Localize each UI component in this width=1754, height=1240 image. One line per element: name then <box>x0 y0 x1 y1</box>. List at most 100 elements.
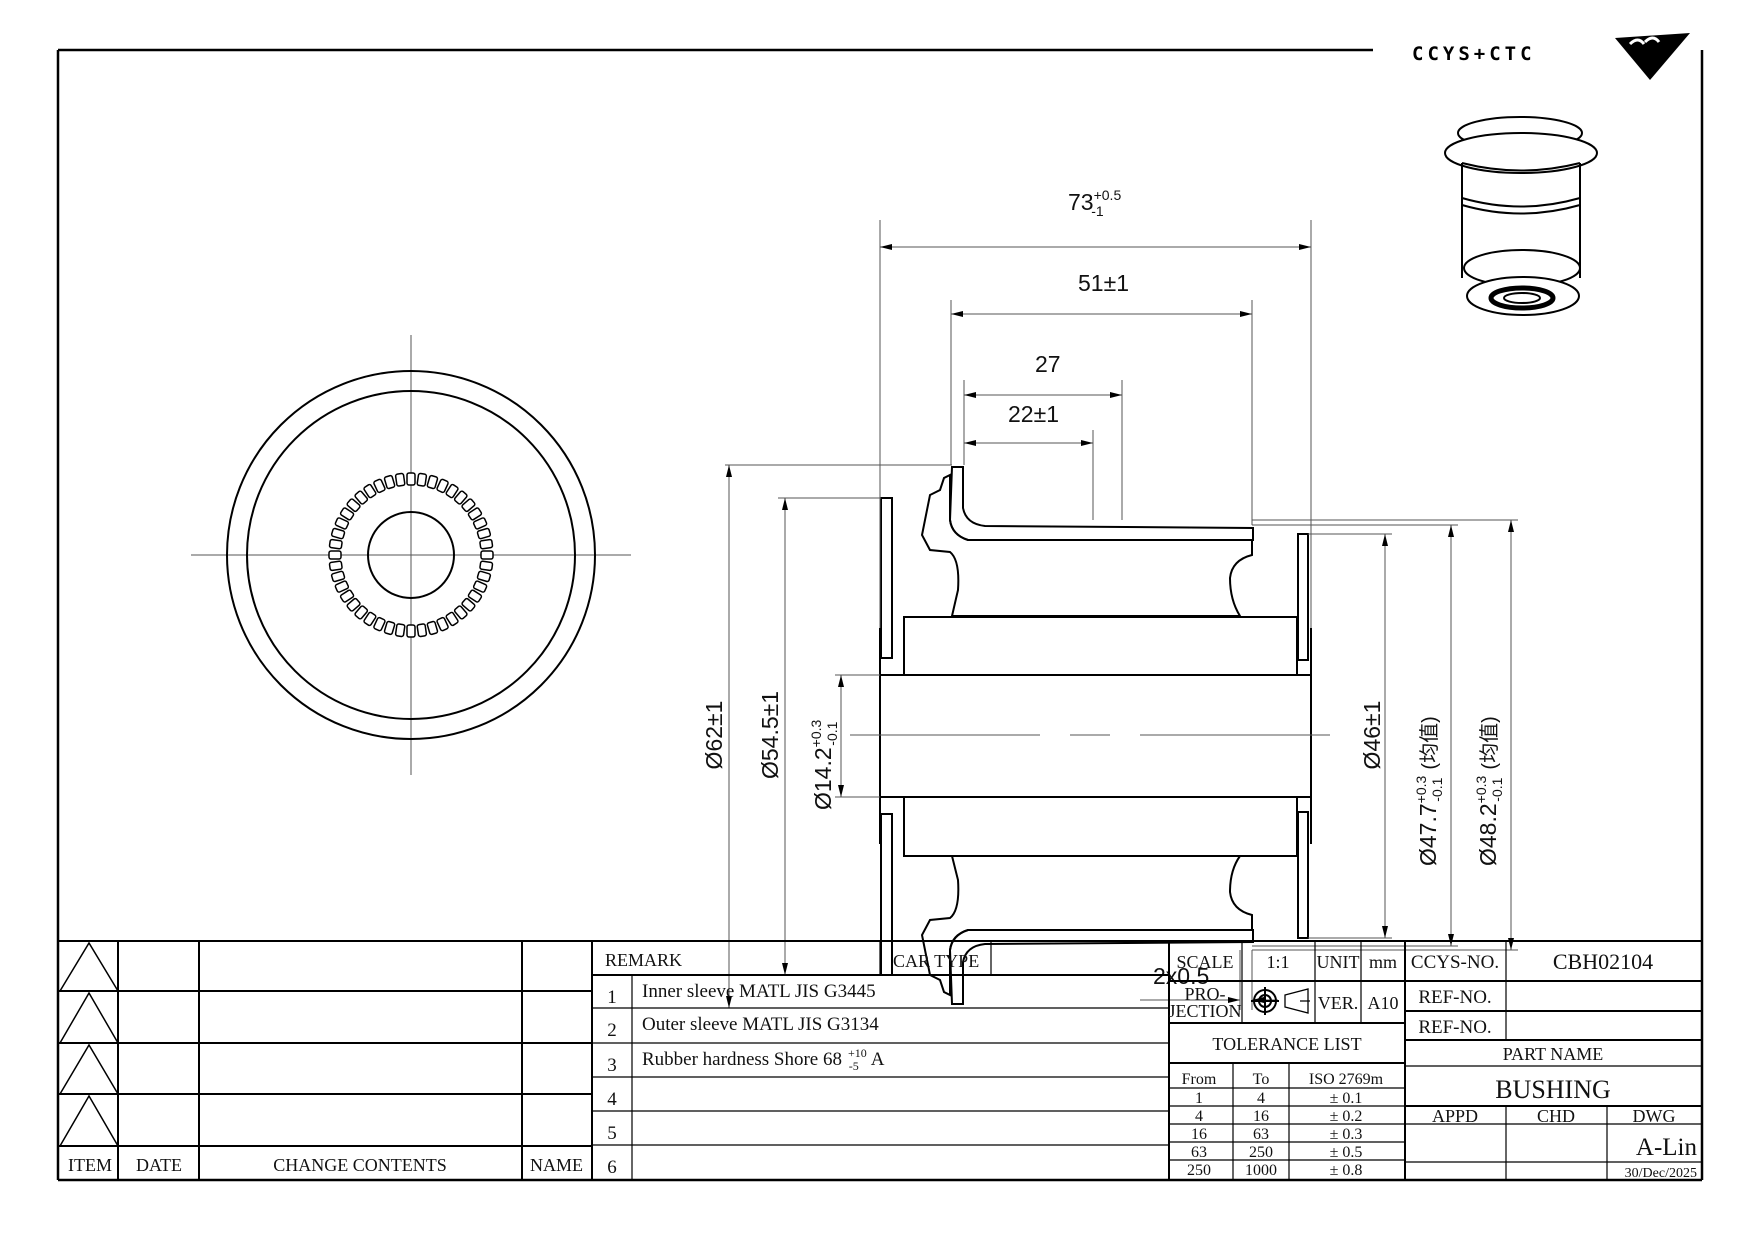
tolerance-cell: ± 0.2 <box>1330 1108 1363 1125</box>
void-tooth <box>339 507 355 521</box>
tolerance-cell: 1000 <box>1245 1162 1277 1179</box>
tolerance-cell: 250 <box>1187 1162 1211 1179</box>
void-tooth <box>416 472 428 487</box>
tolerance-cell: 250 <box>1249 1144 1273 1161</box>
tolerance-cell: 16 <box>1253 1108 1269 1125</box>
tolerance-cell: 63 <box>1253 1126 1269 1143</box>
void-tooth <box>383 474 396 490</box>
void-tooth <box>373 478 386 494</box>
void-tooth <box>334 580 350 593</box>
void-tooth <box>461 498 476 513</box>
void-tooth <box>406 624 416 638</box>
void-tooth <box>436 616 449 632</box>
void-tooth <box>453 490 468 505</box>
svg-text:BUSHING: BUSHING <box>1495 1075 1611 1104</box>
svg-text:A10: A10 <box>1368 993 1399 1013</box>
svg-text:DWG: DWG <box>1633 1106 1676 1126</box>
dim-sleeve-length: 51±1 <box>1078 270 1129 296</box>
void-tooth <box>406 472 416 486</box>
svg-text:mm: mm <box>1369 952 1397 972</box>
void-tooth <box>467 589 483 603</box>
void-tooth <box>461 597 476 612</box>
remark-row-number: 2 <box>607 1020 617 1041</box>
dim-overall-length: 73+0.5-1 <box>1068 187 1121 219</box>
void-tooth <box>354 605 369 620</box>
svg-text:SCALE: SCALE <box>1176 952 1233 972</box>
void-tooth <box>330 527 346 540</box>
tolerance-cell: ± 0.8 <box>1330 1162 1363 1179</box>
void-tooth <box>476 527 492 540</box>
dim-48-2: Ø48.2+0.3-0.1(均值) <box>1473 716 1505 866</box>
svg-text:APPD: APPD <box>1432 1106 1478 1126</box>
void-tooth <box>472 580 488 593</box>
void-tooth <box>453 605 468 620</box>
dim-46: Ø46±1 <box>1359 701 1385 770</box>
rubber-void-teeth <box>328 472 494 638</box>
tolerance-cell: ± 0.1 <box>1330 1090 1363 1107</box>
void-tooth <box>445 611 459 627</box>
dim-47-7: Ø47.7+0.3-0.1(均值) <box>1413 716 1445 866</box>
tolerance-cell: 63 <box>1191 1144 1207 1161</box>
tolerance-cell: 4 <box>1195 1108 1203 1125</box>
svg-text:1:1: 1:1 <box>1266 952 1289 972</box>
void-tooth <box>445 483 459 499</box>
tolerance-header: From <box>1182 1071 1217 1088</box>
void-tooth <box>476 570 492 583</box>
void-tooth <box>426 620 439 636</box>
svg-text:CHANGE CONTENTS: CHANGE CONTENTS <box>273 1155 447 1175</box>
void-tooth <box>328 550 342 560</box>
projection-symbol-icon <box>1251 987 1310 1015</box>
void-tooth <box>394 623 406 638</box>
svg-text:TOLERANCE LIST: TOLERANCE LIST <box>1212 1034 1361 1054</box>
tolerance-cell: 1 <box>1195 1090 1203 1107</box>
svg-text:DATE: DATE <box>136 1155 182 1175</box>
tolerance-header: ISO 2769m <box>1309 1071 1384 1088</box>
remark-row-number: 6 <box>607 1157 617 1178</box>
dim-22: 22±1 <box>1008 401 1059 427</box>
remark-row-number: 3 <box>607 1055 617 1076</box>
remark-row-text: Inner sleeve MATL JIS G3445 <box>642 981 876 1002</box>
svg-text:NAME: NAME <box>530 1155 583 1175</box>
void-tooth <box>328 560 343 572</box>
void-tooth <box>354 490 369 505</box>
company-logo: CCYS+CTC <box>1412 33 1690 80</box>
remark-row-text: Outer sleeve MATL JIS G3134 <box>642 1014 879 1035</box>
tolerance-header: To <box>1253 1071 1270 1088</box>
remark-row-number: 4 <box>607 1089 617 1110</box>
void-tooth <box>383 620 396 636</box>
tolerance-cell: ± 0.3 <box>1330 1126 1363 1143</box>
remark-row-number: 5 <box>607 1123 617 1144</box>
void-tooth <box>373 616 386 632</box>
dimensions: 73+0.5-1 51±1 27 22±1 2x0.5 Ø62±1 Ø54.5±… <box>701 187 1518 1010</box>
void-tooth <box>480 550 494 560</box>
svg-text:PART NAME: PART NAME <box>1503 1044 1603 1064</box>
svg-text:PRO-: PRO- <box>1184 984 1225 1004</box>
void-tooth <box>363 483 377 499</box>
dim-od-washer: Ø54.5±1 <box>757 691 783 779</box>
svg-text:REMARK: REMARK <box>605 950 682 970</box>
void-tooth <box>363 611 377 627</box>
tolerance-cell: 16 <box>1191 1126 1207 1143</box>
end-view <box>191 335 631 775</box>
void-tooth <box>346 597 361 612</box>
svg-text:CCYS+CTC: CCYS+CTC <box>1412 43 1536 65</box>
svg-text:CAR TYPE: CAR TYPE <box>893 951 979 971</box>
void-tooth <box>436 478 449 494</box>
dim-od-flange: Ø62±1 <box>701 701 727 770</box>
dim-27: 27 <box>1035 351 1061 377</box>
svg-text:JECTION: JECTION <box>1169 1001 1242 1021</box>
dim-bore: Ø14.2+0.3-0.1 <box>808 719 840 810</box>
svg-text:REF-NO.: REF-NO. <box>1418 1017 1491 1038</box>
remark-row-number: 1 <box>607 987 617 1008</box>
void-tooth <box>328 538 343 550</box>
svg-text:REF-NO.: REF-NO. <box>1418 987 1491 1008</box>
void-tooth <box>467 507 483 521</box>
svg-text:A-Lin: A-Lin <box>1636 1134 1698 1161</box>
section-view <box>850 466 1340 1005</box>
void-tooth <box>330 570 346 583</box>
tolerance-cell: 4 <box>1257 1090 1265 1107</box>
title-block: ITEM DATE CHANGE CONTENTS NAME REMARK CA… <box>58 940 1702 1181</box>
void-tooth <box>416 623 428 638</box>
